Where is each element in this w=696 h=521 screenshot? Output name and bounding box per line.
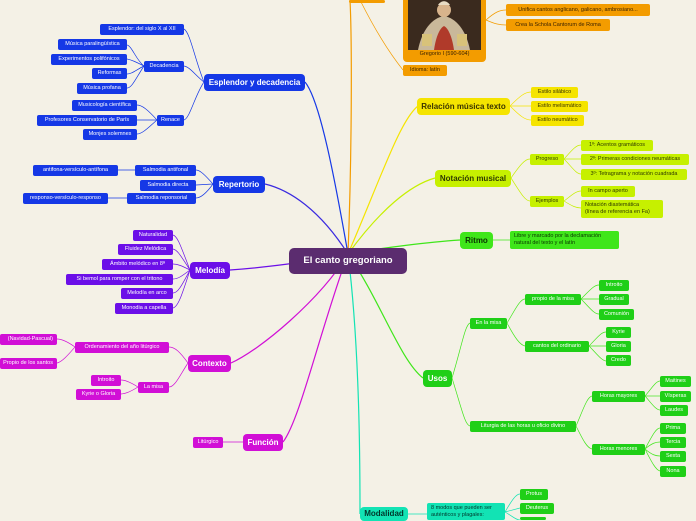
node-ordenamiento-liturgico[interactable]: Ordenamiento del año litúrgico [75,342,169,353]
node-kyrie-gloria[interactable]: Kyrie o Gloria [76,389,121,400]
branch-esplendor-decadencia[interactable]: Esplendor y decadencia [204,74,305,91]
node-si-bemol[interactable]: Si bemol para romper con el tritono [66,274,173,285]
node-idioma-latin[interactable]: Idioma: latín [403,65,447,76]
node-tercia[interactable]: Tercia [660,437,686,448]
node-sexta[interactable]: Sexta [660,451,686,462]
node-gloria[interactable]: Gloria [606,341,631,352]
node-esplendor[interactable]: Esplendor: del siglo X al XII [100,24,184,35]
node-gradual[interactable]: Gradual [599,294,629,305]
node-cantos-ordinario[interactable]: cantos del ordinario [525,341,589,352]
node-monodia-a-capella[interactable]: Monodia a capella [115,303,173,314]
node-fluidez-melodica[interactable]: Fluidez Melódica [118,244,173,255]
node-unifica-cantos[interactable]: Unifica cantos anglicano, galicano, ambr… [506,4,650,16]
node-antifona-versiculo[interactable]: antifona-versículo-antífona [33,165,118,176]
node-horas-menores[interactable]: Horas menores [592,444,645,455]
branch-contexto[interactable]: Contexto [188,355,231,372]
node-decadencia[interactable]: Decadencia [144,61,184,72]
node-melodia-en-arco[interactable]: Melodía en arco [121,288,173,299]
node-salmodia-antifonal[interactable]: Salmodia antifonal [135,165,196,176]
node-prima[interactable]: Prima [660,423,686,434]
node-8-modos[interactable]: 8 modos que pueden ser auténticos y plag… [427,503,505,520]
node-comunion[interactable]: Comunión [599,309,634,320]
node-reformas[interactable]: Reformas [92,68,127,79]
node-profesores-conservatorio[interactable]: Profesores Conservatorio de París [37,115,137,126]
node-tetragrama[interactable]: 3º: Tetragrama y notación cuadrada [581,169,687,180]
branch-usos[interactable]: Usos [423,370,452,387]
node-protus[interactable]: Protus [520,489,548,500]
node-en-la-misa[interactable]: En la misa [470,318,507,329]
node-estilo-silabico[interactable]: Estilo silábico [531,87,578,98]
branch-relacion-musica-texto[interactable]: Relación música texto [417,98,510,115]
branch-ritmo[interactable]: Ritmo [460,232,493,249]
node-la-misa[interactable]: La misa [138,382,169,393]
node-renace[interactable]: Renace [157,115,184,126]
node-deuterus[interactable]: Deuterus [520,503,554,514]
node-liturgico[interactable]: Litúrgico [193,437,223,448]
node-ejemplos[interactable]: Ejemplos [530,196,564,207]
node-naturalidad[interactable]: Naturalidad [133,230,173,241]
node-liturgia-horas[interactable]: Liturgia de las horas u oficio divino [470,421,576,432]
node-maitines[interactable]: Maitines [660,376,691,387]
node-progreso[interactable]: Progreso [530,154,564,165]
node-nona[interactable]: Nona [660,466,686,477]
node-estilo-melismatico[interactable]: Estilo melismático [531,101,588,112]
orange-branch-stub[interactable] [349,0,385,3]
node-propio-santos[interactable]: Propio de los santos [0,358,57,369]
portrait-image [408,0,481,50]
node-condiciones-neumaticas[interactable]: 2º: Primeras condiciones neumáticas [581,154,689,165]
central-topic[interactable]: El canto gregoriano [289,248,407,274]
branch-notacion-musical[interactable]: Notación musical [435,170,511,187]
node-horas-mayores[interactable]: Horas mayores [592,391,645,402]
node-notacion-diastematica[interactable]: Notación diastemática (línea de referenc… [581,200,663,218]
branch-funcion[interactable]: Función [243,434,283,451]
node-monjes-solemnes[interactable]: Monjes solemnes [83,129,137,140]
node-kyrie[interactable]: Kyrie [606,327,631,338]
node-laudes[interactable]: Laudes [660,405,688,416]
node-salmodia-directa[interactable]: Salmodia directa [140,180,196,191]
portrait-caption: Gregorio I (590-604) [403,51,486,57]
node-experimentos-polifonicos[interactable]: Experimentos polifónicos [51,54,127,65]
node-salmodia-reponsorial[interactable]: Salmodia reponsorial [127,193,196,204]
node-propio-misa[interactable]: propio de la misa [525,294,581,305]
branch-modalidad[interactable]: Modalidad [360,507,408,521]
node-estilo-neumatico[interactable]: Estilo neumático [531,115,584,126]
branch-melodia[interactable]: Melodía [190,262,230,279]
node-in-campo-aperto[interactable]: In campo aperto [581,186,635,197]
branch-repertorio[interactable]: Repertorio [213,176,265,193]
node-schola-cantorum[interactable]: Crea la Schola Cantorum de Roma [506,19,610,31]
node-musica-profana[interactable]: Música profana [77,83,127,94]
node-navidad-pascual[interactable]: (Navidad-Pascual) [0,334,57,345]
node-musicologia-cientifica[interactable]: Musicología científica [72,100,137,111]
node-responso-versiculo[interactable]: responso-versículo-responso [23,193,108,204]
node-ambito-melodico[interactable]: Ámbito melódico en 8ª [102,259,173,270]
node-musica-paralinguistica[interactable]: Música paralingüística [58,39,127,50]
gregorio-portrait[interactable]: Gregorio I (590-604) [403,0,486,62]
node-credo[interactable]: Credo [606,355,631,366]
node-introito[interactable]: Introito [599,280,629,291]
node-visperas[interactable]: Vísperas [660,391,691,402]
node-introito-misa[interactable]: Introito [91,375,121,386]
node-ritmo-libre[interactable]: Libre y marcado por la declamación natur… [510,231,619,249]
node-acentos-gramaticos[interactable]: 1º: Acentos gramáticos [581,140,653,151]
